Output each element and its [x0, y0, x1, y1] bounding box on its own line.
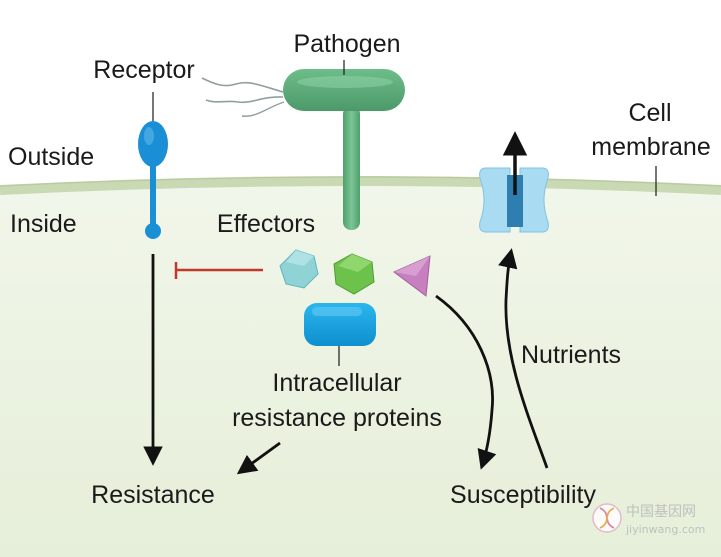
pathogen-body — [283, 69, 405, 111]
membrane-label: membrane — [591, 133, 711, 161]
effectors-label: Effectors — [217, 210, 315, 238]
pathogen-injector — [343, 106, 360, 230]
cell-interior — [0, 181, 721, 557]
protein-resistance-arrow — [236, 441, 281, 475]
watermark-title: 中国基因网 — [626, 503, 696, 520]
receptor-base — [145, 223, 161, 239]
outside-label: Outside — [8, 143, 94, 171]
cell-membrane — [0, 176, 721, 195]
watermark-url: jiyinwang.com — [625, 523, 705, 536]
effector-purple — [393, 255, 431, 297]
receptor-label: Receptor — [93, 56, 194, 84]
intracellular-label-line2: resistance proteins — [232, 404, 442, 432]
nutrient-channel — [479, 167, 549, 233]
effector-susceptibility-arrow — [435, 294, 497, 470]
receptor-head — [138, 121, 168, 167]
pathogen-label: Pathogen — [293, 30, 400, 58]
effector-green — [333, 253, 375, 295]
receptor-stem — [150, 163, 156, 228]
watermark-logo: 中国基因网 jiyinwang.com — [592, 503, 705, 536]
intracellular-label-line1: Intracellular — [272, 369, 401, 397]
resistance-label: Resistance — [91, 481, 215, 509]
nutrients-label: Nutrients — [521, 341, 621, 369]
nutrients-arrow — [498, 248, 549, 469]
pathogen-flagellum — [201, 77, 284, 93]
susceptibility-label: Susceptibility — [450, 481, 596, 509]
effector-teal — [279, 249, 319, 289]
cell-label: Cell — [628, 99, 671, 127]
inside-label: Inside — [10, 210, 77, 238]
